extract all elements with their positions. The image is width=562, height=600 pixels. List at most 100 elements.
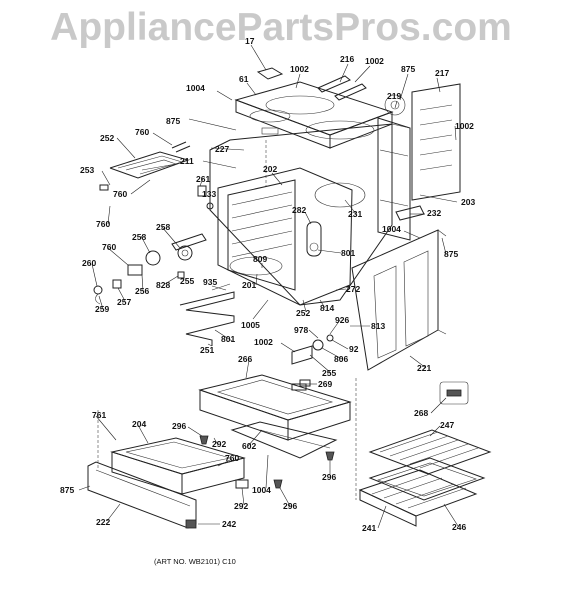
callout-602: 602 bbox=[242, 441, 256, 451]
callout-1005: 1005 bbox=[241, 320, 260, 330]
part-292-slide bbox=[235, 479, 249, 489]
callout-261: 261 bbox=[196, 174, 210, 184]
broil-element bbox=[109, 141, 191, 179]
callout-813: 813 bbox=[371, 321, 385, 331]
art-number: (ART NO. WB2101) C10 bbox=[154, 557, 236, 566]
callout-204: 204 bbox=[132, 419, 146, 429]
callout-61: 61 bbox=[239, 74, 249, 84]
callout-216: 216 bbox=[340, 54, 354, 64]
callout-760: 760 bbox=[113, 189, 127, 199]
callout-801: 801 bbox=[341, 248, 355, 258]
knob-assembly bbox=[93, 245, 193, 305]
callout-926: 926 bbox=[335, 315, 349, 325]
callout-761: 761 bbox=[92, 410, 106, 420]
callout-760: 760 bbox=[225, 453, 239, 463]
callout-296: 296 bbox=[283, 501, 297, 511]
callout-246: 246 bbox=[452, 522, 466, 532]
callout-256: 256 bbox=[135, 286, 149, 296]
callout-255: 255 bbox=[322, 368, 336, 378]
callout-203: 203 bbox=[461, 197, 475, 207]
callout-292: 292 bbox=[212, 439, 226, 449]
callout-1002: 1002 bbox=[365, 56, 384, 66]
callout-806: 806 bbox=[334, 354, 348, 364]
callout-266: 266 bbox=[238, 354, 252, 364]
part-261-bracket bbox=[197, 185, 207, 197]
callout-227: 227 bbox=[215, 144, 229, 154]
callout-221: 221 bbox=[417, 363, 431, 373]
callout-875: 875 bbox=[401, 64, 415, 74]
callout-211: 211 bbox=[180, 156, 194, 166]
callout-875: 875 bbox=[166, 116, 180, 126]
callout-801: 801 bbox=[221, 334, 235, 344]
callout-260: 260 bbox=[82, 258, 96, 268]
callout-252: 252 bbox=[296, 308, 310, 318]
callout-258: 258 bbox=[156, 222, 170, 232]
callout-828: 828 bbox=[156, 280, 170, 290]
callout-253: 253 bbox=[80, 165, 94, 175]
callout-268: 268 bbox=[414, 408, 428, 418]
oven-rack bbox=[368, 429, 492, 475]
rear-panel bbox=[411, 83, 461, 201]
callout-292: 292 bbox=[234, 501, 248, 511]
callout-978: 978 bbox=[294, 325, 308, 335]
bake-element bbox=[179, 283, 235, 346]
callout-1004: 1004 bbox=[252, 485, 271, 495]
callout-255: 255 bbox=[180, 276, 194, 286]
callout-222: 222 bbox=[96, 517, 110, 527]
oven-light bbox=[306, 221, 322, 257]
callout-814: 814 bbox=[320, 303, 334, 313]
callout-760: 760 bbox=[96, 219, 110, 229]
callout-282: 282 bbox=[292, 205, 306, 215]
callout-251: 251 bbox=[200, 345, 214, 355]
callout-17: 17 bbox=[245, 36, 255, 46]
part-828 bbox=[177, 271, 185, 279]
oven-body bbox=[209, 94, 411, 306]
callout-1002: 1002 bbox=[455, 121, 474, 131]
part-17-plate bbox=[256, 67, 284, 80]
callout-760: 760 bbox=[102, 242, 116, 252]
callout-809: 809 bbox=[253, 254, 267, 264]
callout-219: 219 bbox=[387, 91, 401, 101]
callout-252: 252 bbox=[100, 133, 114, 143]
part-253-clip bbox=[99, 184, 109, 191]
callout-202: 202 bbox=[263, 164, 277, 174]
callout-875: 875 bbox=[60, 485, 74, 495]
callout-1002: 1002 bbox=[290, 64, 309, 74]
broil-pan bbox=[368, 457, 486, 501]
callout-241: 241 bbox=[362, 523, 376, 533]
callout-296: 296 bbox=[172, 421, 186, 431]
hinge-parts bbox=[291, 334, 334, 365]
top-panel bbox=[234, 81, 394, 149]
callout-231: 231 bbox=[348, 209, 362, 219]
callout-269: 269 bbox=[318, 379, 332, 389]
callout-247: 247 bbox=[440, 420, 454, 430]
drawer-support bbox=[198, 374, 352, 459]
callout-133: 133 bbox=[202, 189, 216, 199]
watermark: AppliancePartsPros.com bbox=[50, 6, 512, 49]
callout-242: 242 bbox=[222, 519, 236, 529]
part-269 bbox=[299, 379, 311, 387]
part-268-clip bbox=[439, 381, 469, 405]
callout-232: 232 bbox=[427, 208, 441, 218]
callout-92: 92 bbox=[349, 344, 359, 354]
leader-lines bbox=[78, 44, 459, 529]
callout-1004: 1004 bbox=[382, 224, 401, 234]
callout-201: 201 bbox=[242, 280, 256, 290]
callout-296: 296 bbox=[322, 472, 336, 482]
callout-259: 259 bbox=[95, 304, 109, 314]
callout-272: 272 bbox=[346, 284, 360, 294]
part-258-bracket bbox=[171, 233, 207, 251]
callout-760: 760 bbox=[135, 127, 149, 137]
callout-labels: 17 61 1002 216 1002 875 217 1004 219 875… bbox=[60, 36, 475, 533]
callout-875: 875 bbox=[444, 249, 458, 259]
oven-cavity bbox=[217, 167, 366, 306]
callout-258: 258 bbox=[132, 232, 146, 242]
oven-rack-lower bbox=[358, 469, 478, 527]
back-brackets bbox=[317, 75, 367, 101]
oven-door bbox=[351, 229, 447, 371]
part-242-handle bbox=[185, 519, 197, 529]
callout-1002: 1002 bbox=[254, 337, 273, 347]
callout-935: 935 bbox=[203, 277, 217, 287]
